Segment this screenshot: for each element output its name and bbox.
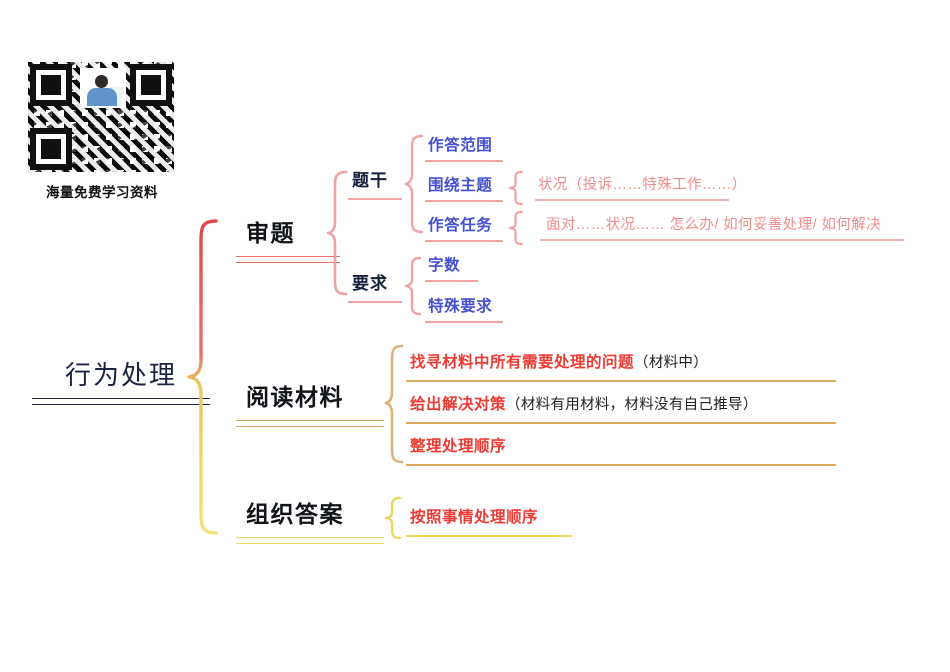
item-row-yuedu-1: 找寻材料中所有需要处理的问题（材料中） (410, 355, 708, 371)
brace-yaoqiu (404, 256, 426, 318)
item-main-zuzhi-1: 按照事情处理顺序 (410, 509, 539, 526)
brace-tigan (404, 134, 428, 236)
branch-underline-yuedu (236, 420, 384, 427)
leaf-underline-zishu (425, 280, 478, 282)
qr-center-avatar (80, 68, 126, 108)
item-underline-yuedu-2 (406, 422, 836, 424)
root-brace (186, 218, 226, 538)
item-main-yuedu-3: 整理处理顺序 (410, 438, 507, 455)
qr-finder-top-right (130, 64, 172, 106)
leaf-label-teshuyaoqiu: 特殊要求 (428, 298, 493, 315)
branch-label-yuedu: 阅读材料 (246, 384, 344, 410)
qr-finder-bottom-left (30, 128, 72, 170)
detail-underline-zuodarenwu (540, 239, 904, 241)
node-underline-yaoqiu (348, 301, 402, 303)
qr-code-image (28, 62, 174, 172)
leaf-label-zishu: 字数 (428, 257, 461, 274)
brace-zuodarenwu (508, 210, 528, 246)
branch-label-zuzhi: 组织答案 (246, 501, 344, 527)
leaf-underline-zuodafanwei (425, 160, 503, 162)
leaf-label-zuodafanwei: 作答范围 (428, 137, 493, 154)
item-main-yuedu-1: 找寻材料中所有需要处理的问题 (410, 354, 635, 371)
node-label-yaoqiu: 要求 (352, 274, 388, 293)
detail-label-zuodarenwu: 面对……状况…… 怎么办/ 如何妥善处理/ 如何解决 (546, 217, 882, 233)
root-node-label: 行为处理 (65, 360, 178, 390)
item-underline-zuzhi-1 (406, 535, 572, 537)
node-label-tigan: 题干 (352, 171, 388, 190)
item-row-yuedu-3: 整理处理顺序 (410, 439, 506, 455)
brace-yuedu (384, 344, 408, 468)
item-underline-yuedu-3 (406, 464, 836, 466)
detail-underline-weiraozhuti (535, 199, 729, 201)
qr-finder-top-left (30, 64, 72, 106)
item-main-yuedu-2: 给出解决对策 (410, 396, 507, 413)
node-underline-tigan (348, 198, 402, 200)
promo-caption: 海量免费学习资料 (46, 185, 158, 200)
detail-label-weiraozhuti: 状况（投诉……特殊工作……） (538, 177, 747, 193)
branch-underline-zuzhi (236, 537, 384, 544)
leaf-label-weiraozhuti: 围绕主题 (428, 177, 493, 194)
branch-label-shenti: 审题 (246, 220, 295, 246)
branch-underline-shenti (236, 256, 340, 263)
brace-shenti (326, 170, 352, 298)
leaf-underline-teshuyaoqiu (425, 321, 503, 323)
brace-zuzhi (384, 496, 406, 542)
brace-weiraozhuti (508, 170, 528, 206)
promo-block: 海量免费学习资料 (28, 62, 176, 201)
leaf-label-zuodarenwu: 作答任务 (428, 217, 493, 234)
item-note-yuedu-2: （材料有用材料，材料没有自己推导） (506, 397, 758, 413)
item-note-yuedu-1: （材料中） (634, 355, 709, 371)
item-underline-yuedu-1 (406, 380, 836, 382)
leaf-underline-zuodarenwu (425, 240, 503, 242)
root-node-underline (32, 398, 210, 405)
leaf-underline-weiraozhuti (425, 200, 503, 202)
item-row-yuedu-2: 给出解决对策（材料有用材料，材料没有自己推导） (410, 397, 758, 413)
